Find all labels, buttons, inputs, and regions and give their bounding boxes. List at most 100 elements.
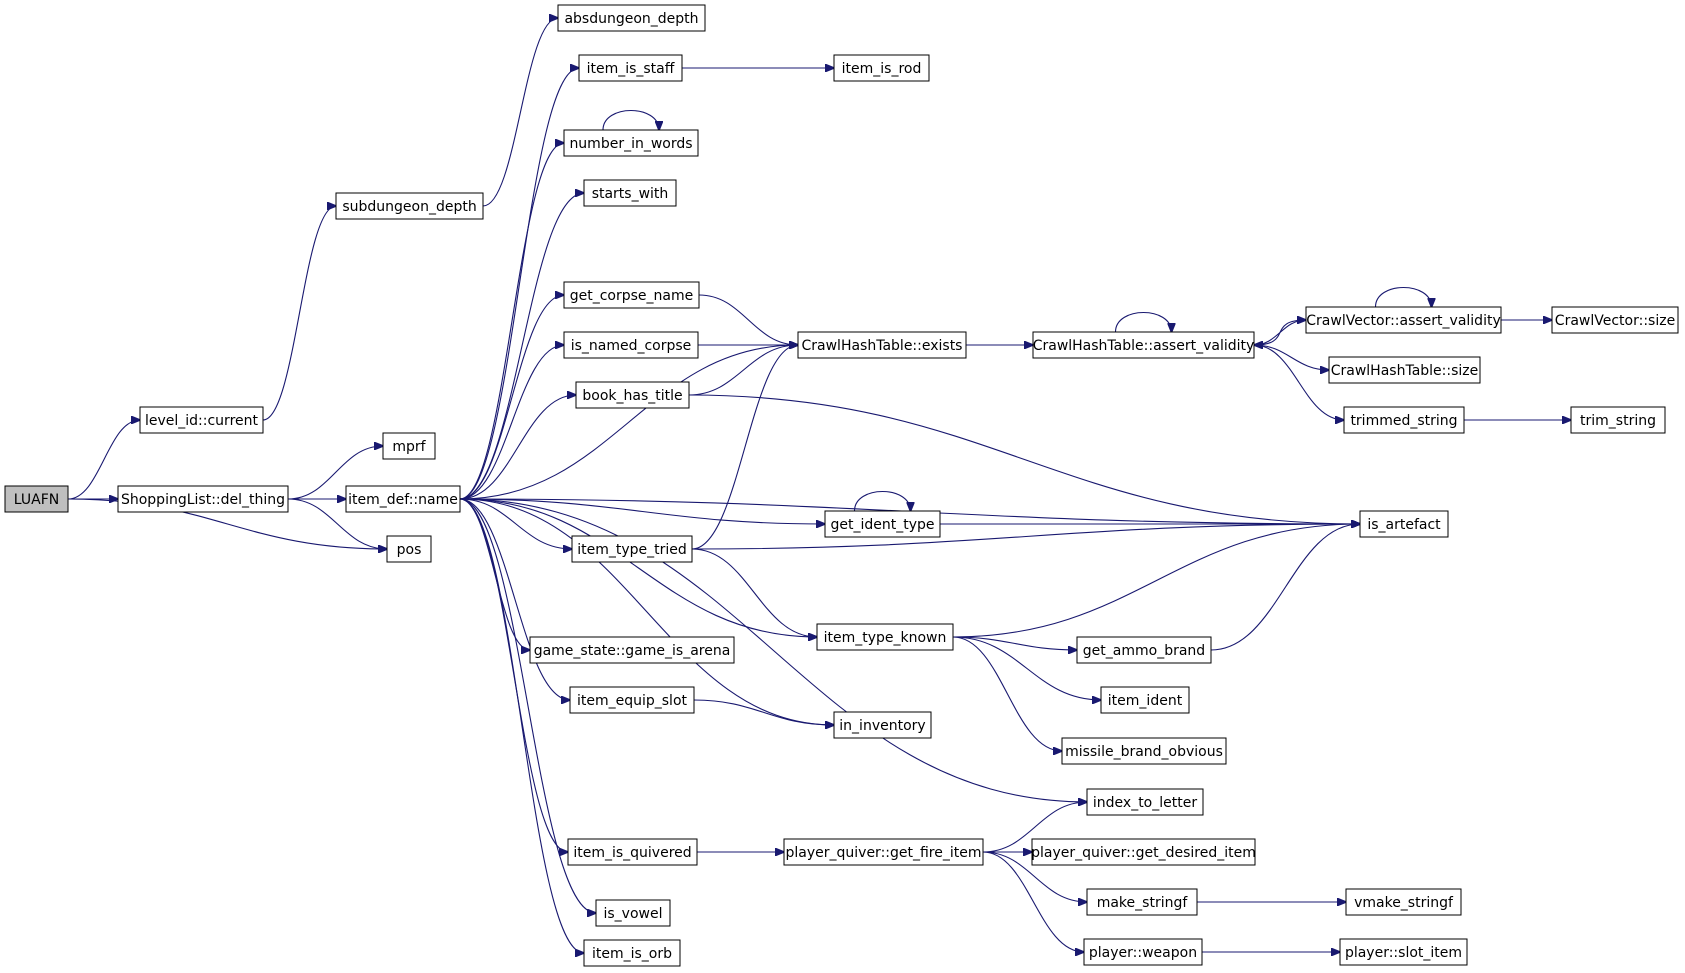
node-box	[1551, 306, 1679, 334]
edge-item-type-known-to-get-ammo-brand	[952, 636, 1077, 650]
node-item-type-tried[interactable]: item_type_tried	[571, 535, 693, 563]
node-label: item_def::name	[348, 492, 458, 508]
node-make-stringf[interactable]: make_stringf	[1086, 888, 1198, 916]
node-level-id-current[interactable]: level_id::current	[139, 406, 264, 434]
node-item-is-rod[interactable]: item_is_rod	[833, 54, 930, 82]
edge-item-def-name-to-book-has-title	[459, 395, 576, 500]
edge-get-ammo-brand-to-is-artefact	[1210, 524, 1360, 651]
node-item-ident[interactable]: item_ident	[1100, 686, 1190, 714]
node-box	[563, 281, 700, 309]
edge-self-crawlvector-assert-validity	[1374, 287, 1432, 308]
node-box	[567, 838, 698, 866]
node-label: subdungeon_depth	[342, 199, 476, 215]
node-label: item_is_orb	[592, 946, 672, 962]
node-crawlvector-size[interactable]: CrawlVector::size	[1551, 306, 1679, 334]
node-starts-with[interactable]: starts_with	[583, 179, 677, 207]
node-book-has-title[interactable]: book_has_title	[575, 381, 690, 409]
node-box	[1328, 356, 1481, 384]
node-get-corpse-name[interactable]: get_corpse_name	[563, 281, 700, 309]
function-nodes: LUAFN level_id::currentShoppingList::del_…	[4, 4, 1679, 967]
node-in-inventory[interactable]: in_inventory	[833, 711, 932, 739]
edge-subdungeon-depth-to-absdungeon-depth	[482, 18, 558, 207]
edge-self-crawlhashtable-assert-validity	[1114, 312, 1172, 333]
node-label: item_is_quivered	[573, 845, 691, 861]
edge-item-def-name-to-get-ident-type	[459, 498, 825, 524]
edge-player-quiver-get-fire-item-to-index-to-letter	[982, 802, 1087, 853]
node-label: is_vowel	[604, 906, 663, 922]
edge-item-def-name-to-index-to-letter	[459, 498, 1087, 802]
node-box	[569, 686, 695, 714]
node-box	[583, 939, 681, 967]
node-vmake-stringf[interactable]: vmake_stringf	[1345, 888, 1462, 916]
node-box	[117, 485, 289, 513]
node-player-quiver-get-desired-item[interactable]: player_quiver::get_desired_item	[1031, 838, 1256, 866]
node-box	[1305, 306, 1502, 334]
node-shoppinglist-del-thing[interactable]: ShoppingList::del_thing	[117, 485, 289, 513]
node-box	[833, 54, 930, 82]
node-item-is-quivered[interactable]: item_is_quivered	[567, 838, 698, 866]
node-box	[4, 485, 69, 513]
node-item-type-known[interactable]: item_type_known	[816, 623, 954, 651]
node-box	[783, 838, 984, 866]
node-box	[1345, 888, 1462, 916]
node-player-slot-item[interactable]: player::slot_item	[1339, 938, 1468, 966]
node-trimmed-string[interactable]: trimmed_string	[1343, 406, 1465, 434]
node-index-to-letter[interactable]: index_to_letter	[1086, 788, 1204, 816]
node-item-is-orb[interactable]: item_is_orb	[583, 939, 681, 967]
call-edges	[67, 18, 1571, 953]
node-trim-string[interactable]: trim_string	[1570, 406, 1666, 434]
node-item-def-name[interactable]: item_def::name	[345, 485, 461, 513]
node-label: is_named_corpse	[571, 338, 692, 354]
node-box	[1570, 406, 1666, 434]
node-is-artefact[interactable]: is_artefact	[1359, 510, 1449, 538]
node-box	[529, 636, 735, 664]
node-crawlvector-assert-validity[interactable]: CrawlVector::assert_validity	[1305, 306, 1502, 334]
node-crawlhashtable-assert-validity[interactable]: CrawlHashTable::assert_validity	[1032, 331, 1255, 359]
node-label: missile_brand_obvious	[1065, 744, 1223, 760]
node-crawlhashtable-size[interactable]: CrawlHashTable::size	[1328, 356, 1481, 384]
node-label: get_ident_type	[830, 517, 934, 533]
node-get-ammo-brand[interactable]: get_ammo_brand	[1076, 636, 1212, 664]
node-player-weapon[interactable]: player::weapon	[1083, 938, 1203, 966]
node-item-equip-slot[interactable]: item_equip_slot	[569, 686, 695, 714]
node-label: starts_with	[592, 186, 669, 202]
node-is-named-corpse[interactable]: is_named_corpse	[563, 331, 699, 359]
node-box	[1339, 938, 1468, 966]
edge-luafn-to-level-id-current	[67, 420, 140, 500]
node-missile-brand-obvious[interactable]: missile_brand_obvious	[1061, 737, 1227, 765]
node-is-vowel[interactable]: is_vowel	[595, 899, 671, 927]
node-box	[563, 129, 699, 157]
node-box	[1086, 788, 1204, 816]
edge-self-get-ident-type	[853, 491, 911, 512]
edge-item-def-name-to-item-equip-slot	[459, 498, 570, 700]
node-mprf[interactable]: mprf	[382, 432, 436, 460]
node-pos[interactable]: pos	[386, 535, 432, 563]
node-item-is-staff[interactable]: item_is_staff	[578, 54, 683, 82]
node-label: pos	[397, 542, 422, 558]
node-label: LUAFN	[14, 492, 59, 508]
node-absdungeon-depth[interactable]: absdungeon_depth	[557, 4, 706, 32]
node-label: number_in_words	[569, 136, 692, 152]
node-box	[139, 406, 264, 434]
edge-item-def-name-to-item-type-tried	[459, 498, 572, 549]
edge-item-equip-slot-to-in-inventory	[693, 699, 834, 725]
node-box	[1031, 838, 1256, 866]
edge-item-type-known-to-is-artefact	[952, 524, 1360, 638]
edge-item-type-tried-to-is-artefact	[691, 524, 1360, 550]
node-box	[824, 510, 941, 538]
node-crawlhashtable-exists[interactable]: CrawlHashTable::exists	[797, 331, 967, 359]
node-label: CrawlHashTable::assert_validity	[1033, 338, 1255, 354]
node-box	[563, 331, 699, 359]
edge-item-type-known-to-missile-brand-obvious	[952, 636, 1062, 751]
node-player-quiver-get-fire-item[interactable]: player_quiver::get_fire_item	[783, 838, 984, 866]
edge-item-def-name-to-item-is-orb	[459, 498, 584, 953]
node-number-in-words[interactable]: number_in_words	[563, 129, 699, 157]
edge-player-quiver-get-fire-item-to-player-weapon	[982, 851, 1084, 952]
node-luafn[interactable]: LUAFN	[4, 485, 69, 513]
node-get-ident-type[interactable]: get_ident_type	[824, 510, 941, 538]
node-game-state-game-is-arena[interactable]: game_state::game_is_arena	[529, 636, 735, 664]
node-label: level_id::current	[145, 413, 259, 429]
node-subdungeon-depth[interactable]: subdungeon_depth	[335, 192, 484, 220]
edge-item-type-tried-to-crawlhashtable-exists	[691, 345, 798, 550]
node-label: book_has_title	[582, 388, 682, 404]
